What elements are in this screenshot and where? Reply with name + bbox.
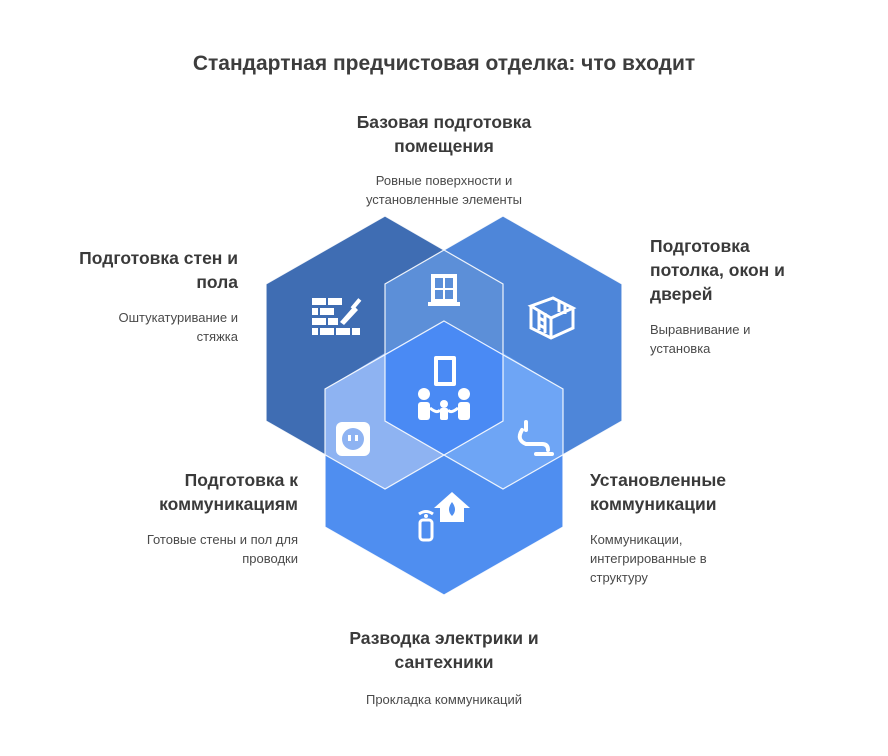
segment-title-line: Разводка электрики и [349,628,539,648]
segment-title-line: Подготовка [650,236,750,256]
segment-desc-line: Выравнивание и [650,322,751,337]
segment-title-line: Установленные [590,470,727,490]
room-ladder-icon [527,296,577,340]
segment-title-line: сантехники [394,652,494,672]
label-installed-communications: Установленные коммуникации Коммуникации, и… [590,468,830,587]
segment-title-line: коммуникациям [159,494,298,514]
family-home-icon [418,356,470,420]
segment-title-line: пола [196,272,238,292]
home-water-remote-icon [418,492,470,542]
brick-trowel-icon [312,298,362,335]
segment-title-line: дверей [650,284,713,304]
segment-desc-line: структуру [590,570,648,585]
segment-desc-line: Готовые стены и пол для [146,532,298,547]
segment-desc-line: интегрированные в [590,551,707,566]
segment-desc-line: Прокладка коммуникаций [365,692,523,707]
label-walls-floor: Подготовка стен и пола Оштукатуривание и с… [20,246,238,346]
center-intersection [385,321,503,455]
label-communications-prep: Подготовка к коммуникациям Готовые стены … [60,468,298,568]
label-ceiling-windows-doors: Подготовка потолка, окон и дверей Выравнив… [650,234,870,358]
segment-desc-line: проводки [242,551,298,566]
segment-desc-line: Коммуникации, [590,532,683,547]
window-icon [428,274,460,306]
segment-title-line: Базовая подготовка [356,112,532,132]
socket-icon [336,422,370,456]
segment-desc-line: Оштукатуривание и [118,310,238,325]
diagram-title: Стандартная предчистовая отделка: что вх… [192,52,696,75]
segment-desc-line: стяжка [196,329,238,344]
segment-title-line: Подготовка к [184,470,298,490]
segment-desc-line: установленные элементы [365,192,523,207]
segment-title-line: коммуникации [590,494,717,514]
segment-desc-line: установка [650,341,711,356]
faucet-icon [517,420,554,456]
segment-title-line: потолка, окон и [650,260,785,280]
segment-desc-line: Ровные поверхности и [375,173,513,188]
segment-title-line: помещения [394,136,494,156]
label-wiring-plumbing: Разводка электрики и сантехники Прокладка… [294,626,594,709]
label-base-preparation: Базовая подготовка помещения Ровные повер… [314,110,574,209]
segment-title-line: Подготовка стен и [79,248,238,268]
